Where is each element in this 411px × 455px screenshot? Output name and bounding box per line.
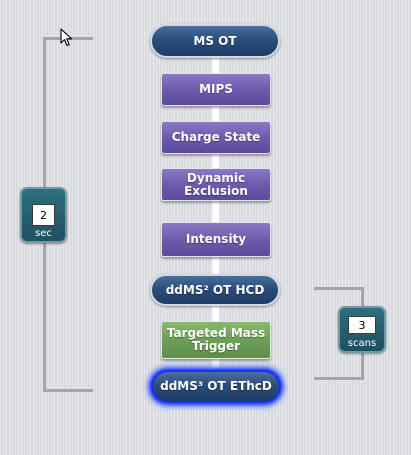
scan-loop-value: 3 xyxy=(358,318,366,332)
ddms2-ot-hcd-node[interactable]: ddMS² OT HCD xyxy=(150,274,280,306)
time-loop-value: 2 xyxy=(40,208,47,222)
targeted-mass-trigger-node[interactable]: Targeted Mass Trigger xyxy=(161,321,271,359)
connector-line xyxy=(212,152,219,169)
time-loop-bracket-bottom xyxy=(43,389,93,392)
ddms3-ot-ethcd-node[interactable]: ddMS³ OT EThcD xyxy=(151,370,281,403)
time-loop-unit: sec xyxy=(35,228,52,239)
time-loop-input[interactable]: 2 xyxy=(32,204,55,226)
scan-loop-bracket-top xyxy=(314,287,364,290)
ms-ot-node[interactable]: MS OT xyxy=(150,24,280,58)
mips-label: MIPS xyxy=(199,82,233,96)
connector-line xyxy=(212,56,219,74)
scan-loop-unit: scans xyxy=(347,338,377,349)
dynamic-exclusion-label: Dynamic Exclusion xyxy=(184,170,248,198)
scan-loop-input[interactable]: 3 xyxy=(348,316,376,334)
ddms2-ot-hcd-label: ddMS² OT HCD xyxy=(165,282,265,297)
mips-filter-node[interactable]: MIPS xyxy=(161,73,271,106)
ddms3-ot-ethcd-label: ddMS³ OT EThcD xyxy=(160,379,272,393)
targeted-mass-trigger-label: Targeted Mass Trigger xyxy=(166,326,266,353)
charge-state-filter-node[interactable]: Charge State xyxy=(161,121,271,154)
time-loop-counter: 2 sec xyxy=(20,187,67,243)
connector-line xyxy=(212,358,219,372)
scan-loop-bracket-bottom xyxy=(314,377,364,380)
connector-line xyxy=(212,199,219,223)
connector-line xyxy=(212,256,219,276)
connector-line xyxy=(212,104,219,122)
ms-ot-label: MS OT xyxy=(193,33,237,48)
dynamic-exclusion-filter-node[interactable]: Dynamic Exclusion xyxy=(161,168,271,201)
mouse-pointer-icon xyxy=(60,28,73,47)
scan-loop-counter: 3 scans xyxy=(338,306,386,353)
intensity-filter-node[interactable]: Intensity xyxy=(161,222,271,257)
intensity-label: Intensity xyxy=(185,232,247,246)
charge-state-label: Charge State xyxy=(171,130,261,144)
connector-line xyxy=(212,304,219,322)
